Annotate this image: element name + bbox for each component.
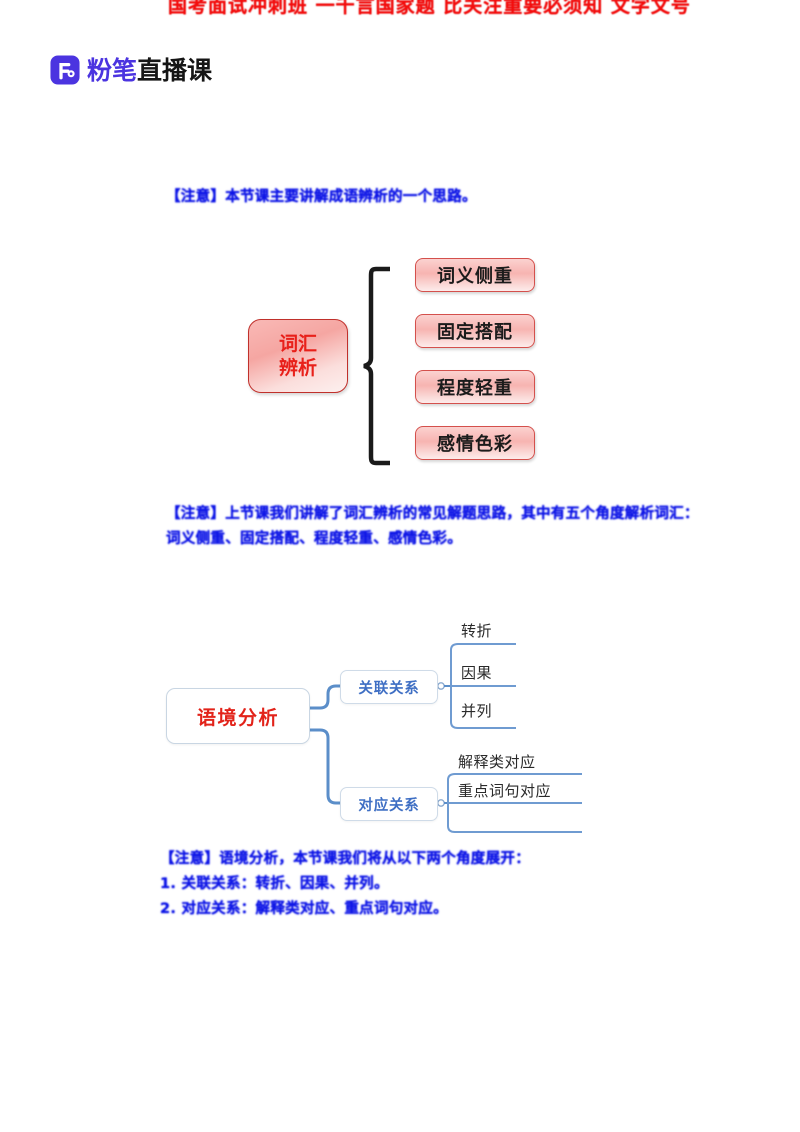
diagram1-center-line2: 辨析	[278, 357, 317, 379]
diagram1-center-line1: 词汇	[278, 333, 317, 355]
page-header-strip: 国考面试冲刺班 一千言国家题 比关注重要必须知 文字文号	[0, 0, 800, 22]
diagram-context-analysis: 语境分析 关联关系 对应关系 转折 因果 并列 解释类对应 重点词句对应	[148, 590, 614, 838]
brand-name: 粉笔	[87, 55, 138, 85]
diagram1-item: 固定搭配	[415, 314, 535, 348]
diagram2-leaf: 重点词句对应	[458, 782, 552, 800]
diagram2-branch-node: 关联关系	[340, 670, 438, 704]
annotation-note-1: 【注意】本节课主要讲解成语辨析的一个思路。	[166, 189, 477, 205]
diagram1-item: 感情色彩	[415, 426, 535, 460]
diagram1-item-list: 词义侧重 固定搭配 程度轻重 感情色彩	[415, 258, 545, 460]
diagram2-leaf: 转折	[461, 622, 493, 640]
brand-logo-text: 粉笔直播课	[87, 58, 212, 83]
brand-suffix: 直播课	[137, 55, 213, 85]
diagram1-center-node: 词汇 辨析	[248, 319, 348, 393]
annotation-note-3: 【注意】语境分析，本节课我们将从以下两个角度展开： 1. 关联关系：转折、因果、…	[160, 851, 530, 917]
brand-logo: 粉笔直播课	[48, 50, 217, 90]
diagram2-leaf: 解释类对应	[458, 753, 536, 771]
annotation-note-2: 【注意】上节课我们讲解了词汇辨析的常见解题思路，其中有五个角度解析词汇：词义侧重…	[166, 506, 699, 547]
diagram-vocabulary-analysis: 词汇 辨析 词义侧重 固定搭配 程度轻重 感情色彩	[200, 236, 600, 498]
diagram2-leaf: 因果	[461, 664, 493, 682]
fenbi-logo-icon	[50, 55, 80, 85]
curly-brace-icon	[363, 266, 390, 466]
diagram1-item: 程度轻重	[415, 370, 535, 404]
censored-header-title: 国考面试冲刺班 一千言国家题 比关注重要必须知 文字文号	[168, 0, 691, 17]
diagram1-item: 词义侧重	[415, 258, 535, 292]
diagram2-root-node: 语境分析	[166, 688, 310, 744]
diagram2-branch-node: 对应关系	[340, 787, 438, 821]
diagram2-leaf: 并列	[461, 702, 493, 720]
